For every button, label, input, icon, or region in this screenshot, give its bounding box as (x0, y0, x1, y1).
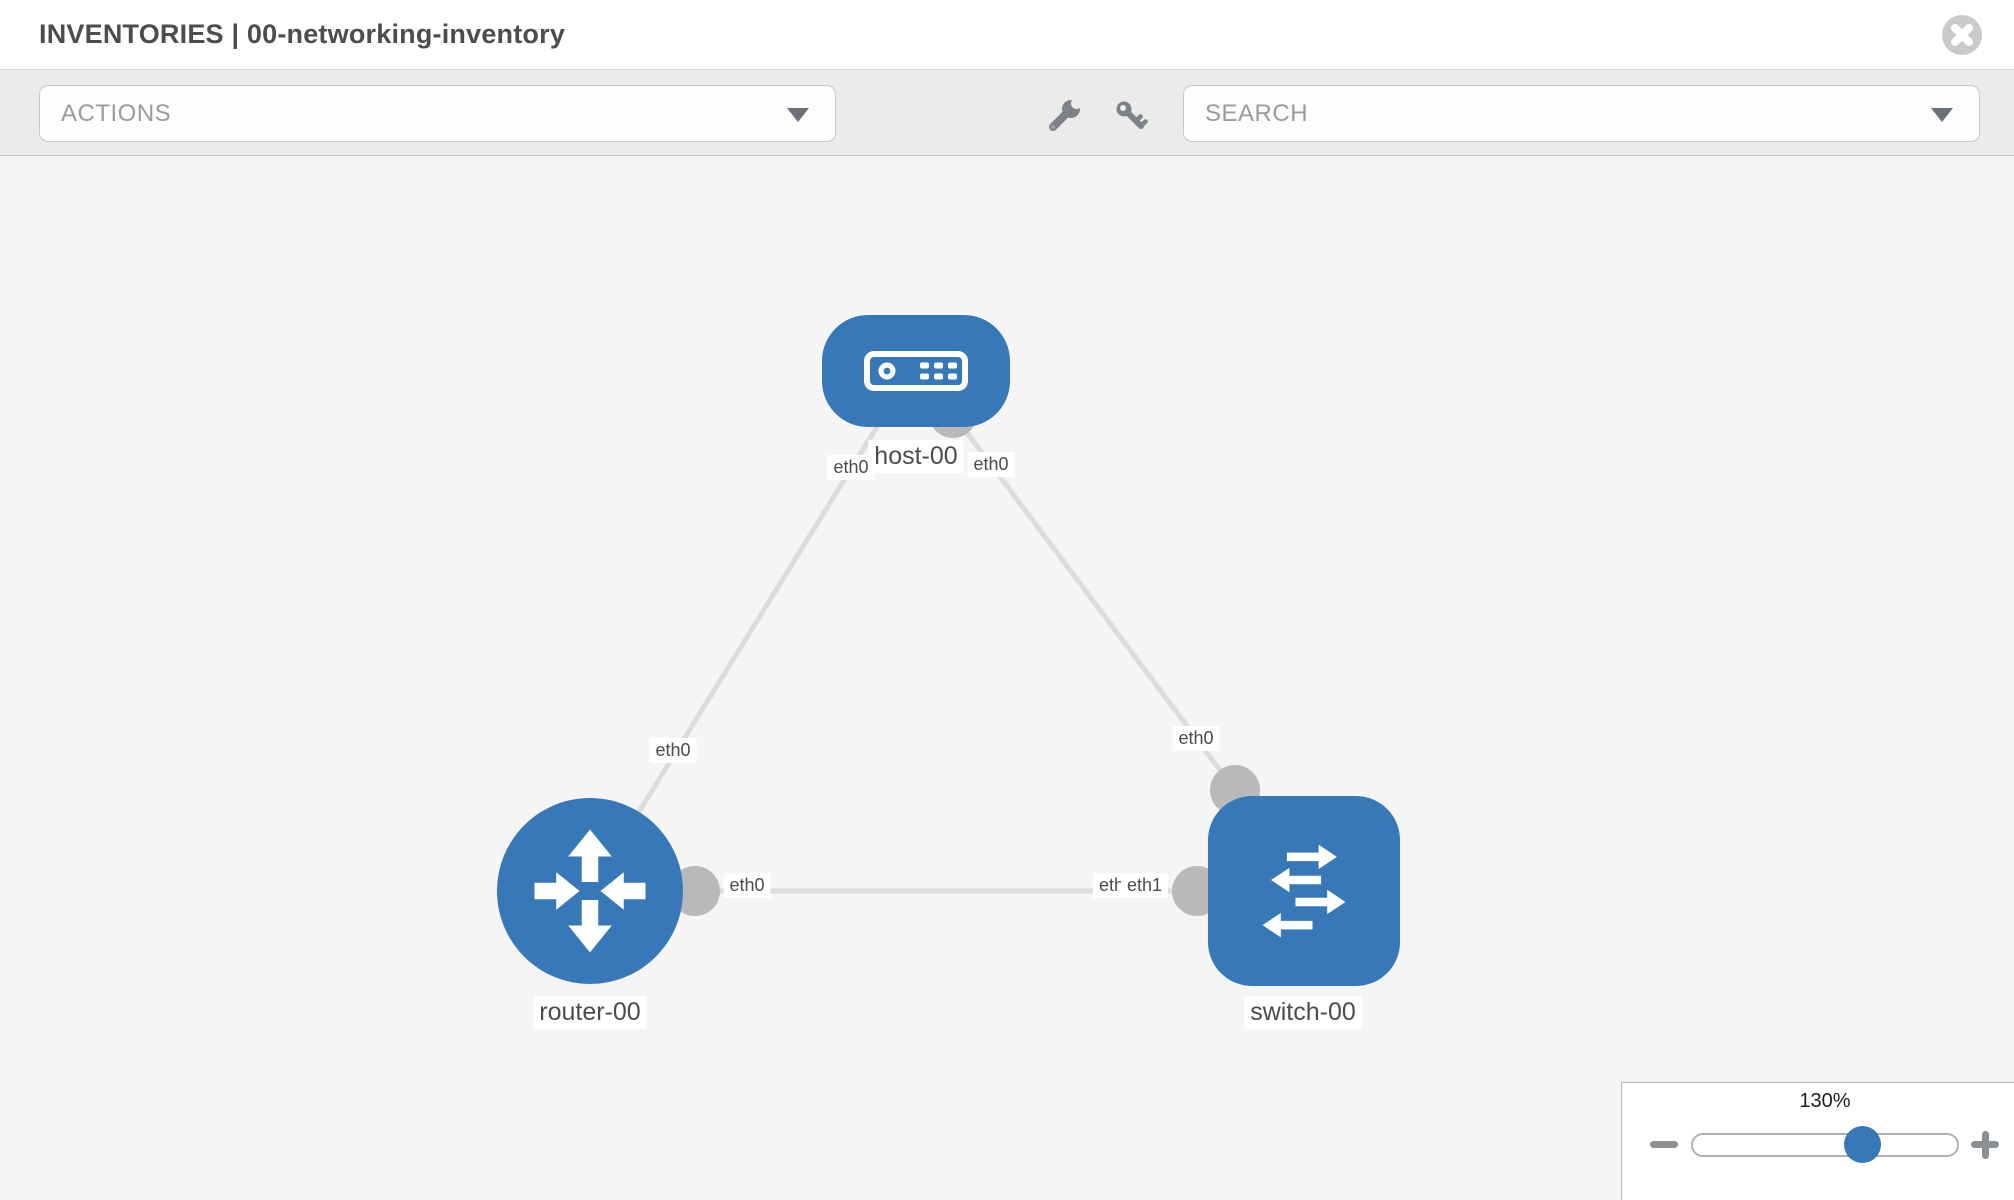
node-host[interactable] (822, 315, 1010, 427)
plus-icon (1981, 1130, 1989, 1159)
header: INVENTORIES | 00-networking-inventory (0, 0, 2014, 69)
wrench-icon[interactable] (1045, 97, 1083, 135)
interface-label: eth0 (1172, 726, 1220, 751)
page-title: INVENTORIES | 00-networking-inventory (39, 19, 566, 49)
node-switch[interactable] (1208, 796, 1400, 986)
interface-label: eth0 (967, 452, 1015, 477)
zoom-out-button[interactable] (1650, 1141, 1678, 1148)
zoom-value: 130% (1799, 1090, 1851, 1112)
router-icon (534, 829, 646, 953)
chevron-down-icon (787, 108, 809, 122)
interface-label: eth0 (827, 455, 875, 480)
node-label-host: host-00 (868, 440, 964, 473)
topology-canvas[interactable]: host-00 router-00 switch-00 eth0 eth0 et… (0, 156, 2014, 1200)
close-icon (1951, 24, 1973, 46)
key-icon[interactable] (1112, 97, 1150, 135)
actions-dropdown[interactable]: ACTIONS (39, 85, 836, 142)
interface-label: eth1 (1121, 873, 1169, 898)
interface-endpoint (670, 866, 720, 916)
link-layer (587, 390, 1300, 916)
host-icon (864, 351, 968, 391)
search-label: SEARCH (1205, 100, 1309, 127)
node-label-switch: switch-00 (1244, 996, 1362, 1029)
zoom-in-button[interactable] (1965, 1125, 2005, 1165)
zoom-slider-thumb[interactable] (1844, 1126, 1881, 1163)
actions-label: ACTIONS (61, 100, 172, 127)
search-dropdown[interactable]: SEARCH (1183, 85, 1980, 142)
interface-label: eth0 (723, 873, 771, 898)
node-label-router: router-00 (533, 996, 647, 1029)
zoom-slider[interactable] (1691, 1133, 1959, 1157)
close-button[interactable] (1942, 15, 1982, 55)
chevron-down-icon (1931, 108, 1953, 122)
node-router[interactable] (497, 798, 683, 984)
toolbar: ACTIONS SEARCH (0, 69, 2014, 156)
zoom-panel: 130% (1621, 1082, 2014, 1200)
interface-label: eth0 (649, 738, 697, 763)
switch-icon (1262, 844, 1346, 938)
